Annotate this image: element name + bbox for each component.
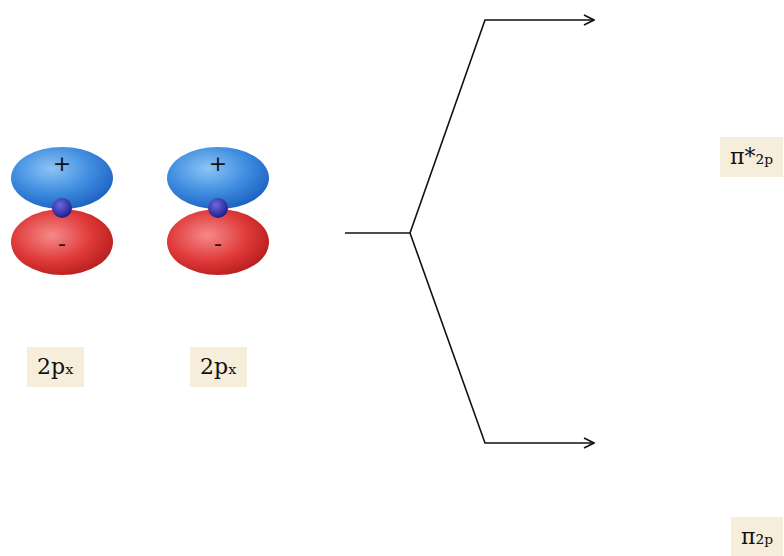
antibonding-label: π*₂ₚ (720, 137, 783, 177)
p-orbital (167, 147, 269, 275)
p-orbital (11, 147, 113, 275)
splitting-lines (345, 20, 594, 443)
phase-sign: + (209, 153, 227, 175)
bonding-label: π₂ₚ (731, 517, 783, 556)
orbital-name: 2pₓ (200, 353, 237, 381)
phase-sign: - (58, 233, 66, 255)
orbital-label: 2pₓ (190, 347, 247, 387)
phase-sign: + (53, 153, 71, 175)
orbital-label: 2pₓ (27, 347, 84, 387)
orbital-name: 2pₓ (37, 353, 74, 381)
orbital-name: π₂ₚ (741, 523, 773, 551)
phase-sign: - (214, 233, 222, 255)
orbital-name: π*₂ₚ (730, 143, 773, 171)
